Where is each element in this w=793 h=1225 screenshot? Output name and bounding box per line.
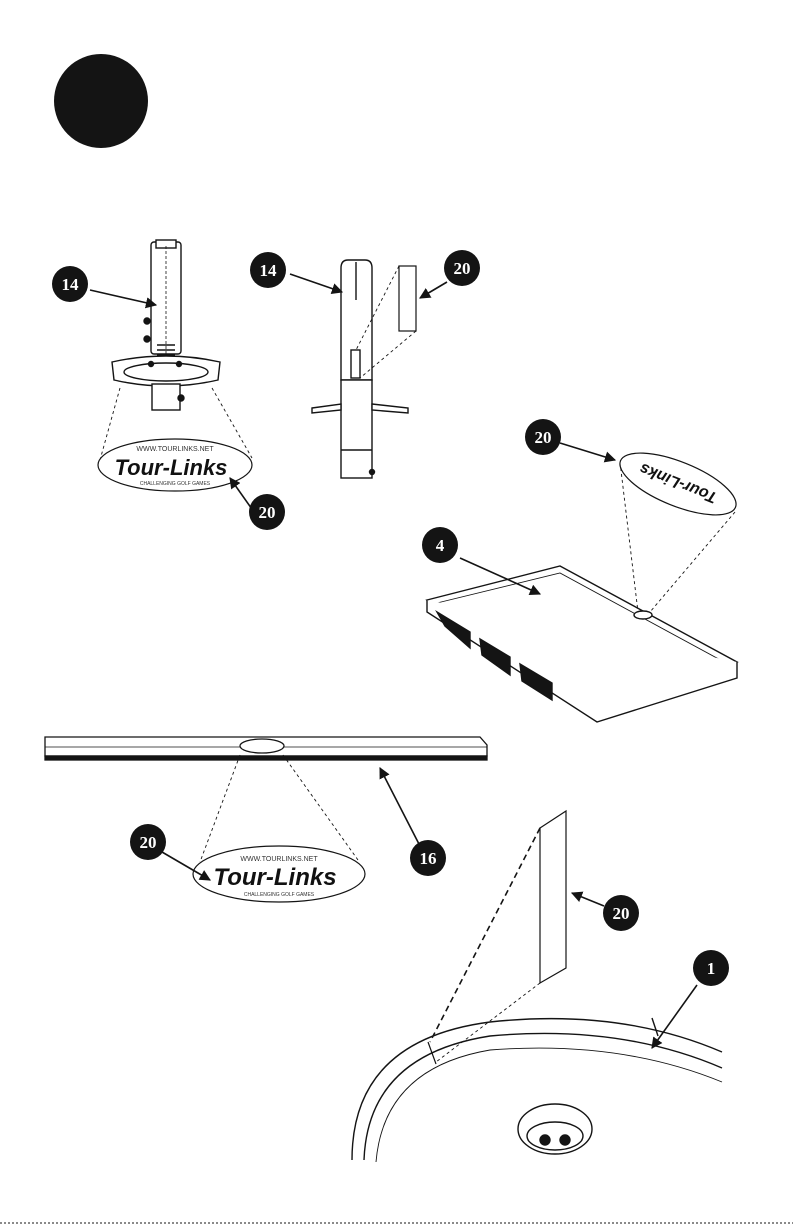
- step-marker: [54, 54, 148, 148]
- callout-20-strip: 20: [444, 250, 480, 286]
- svg-text:4: 4: [436, 536, 445, 555]
- decal-tagline: CHALLENGING GOLF GAMES: [140, 481, 211, 487]
- arrow-16: [380, 768, 420, 846]
- callout-20-tray: 20: [525, 419, 561, 455]
- arrow-20c: [560, 443, 615, 460]
- callout-20-bucket: 20: [603, 895, 639, 931]
- decal-brand: Tour-Links: [115, 455, 228, 480]
- svg-text:20: 20: [454, 259, 471, 278]
- arrow-1: [652, 985, 697, 1048]
- callout-14-middle: 14: [250, 252, 286, 288]
- callout-14-left: 14: [52, 266, 88, 302]
- decal-url: WWW.TOURLINKS.NET: [136, 446, 214, 453]
- svg-text:14: 14: [62, 275, 80, 294]
- decal-oval-left: WWW.TOURLINKS.NET Tour-Links CHALLENGING…: [98, 439, 252, 491]
- callout-1: 1: [693, 950, 729, 986]
- decal-oval-bar: WWW.TOURLINKS.NET Tour-Links CHALLENGING…: [193, 846, 365, 902]
- decal-url: WWW.TOURLINKS.NET: [240, 856, 318, 863]
- decal-strip-bucket: [430, 811, 566, 1062]
- callout-16: 16: [410, 840, 446, 876]
- decal-oval-tray: Tour-Links: [612, 440, 743, 527]
- arrow-14a: [90, 290, 156, 305]
- svg-text:20: 20: [140, 833, 157, 852]
- arrow-20a: [420, 282, 447, 298]
- bucket-part: [352, 1018, 722, 1162]
- pole-side-view: [312, 260, 408, 478]
- svg-text:20: 20: [613, 904, 630, 923]
- svg-text:1: 1: [707, 959, 716, 978]
- arrow-20e: [572, 893, 604, 906]
- svg-text:14: 14: [260, 261, 278, 280]
- bar-part: [45, 737, 487, 760]
- arrow-14b: [290, 274, 342, 292]
- tray-part: [427, 566, 737, 722]
- svg-text:20: 20: [259, 503, 276, 522]
- svg-text:20: 20: [535, 428, 552, 447]
- callout-20-base: 20: [249, 494, 285, 530]
- decal-brand: Tour-Links: [213, 864, 336, 891]
- decal-tagline: CHALLENGING GOLF GAMES: [244, 892, 315, 898]
- callout-20-bar: 20: [130, 824, 166, 860]
- svg-text:16: 16: [420, 849, 437, 868]
- pole-assembly-left: [112, 240, 220, 410]
- callout-4: 4: [422, 527, 458, 563]
